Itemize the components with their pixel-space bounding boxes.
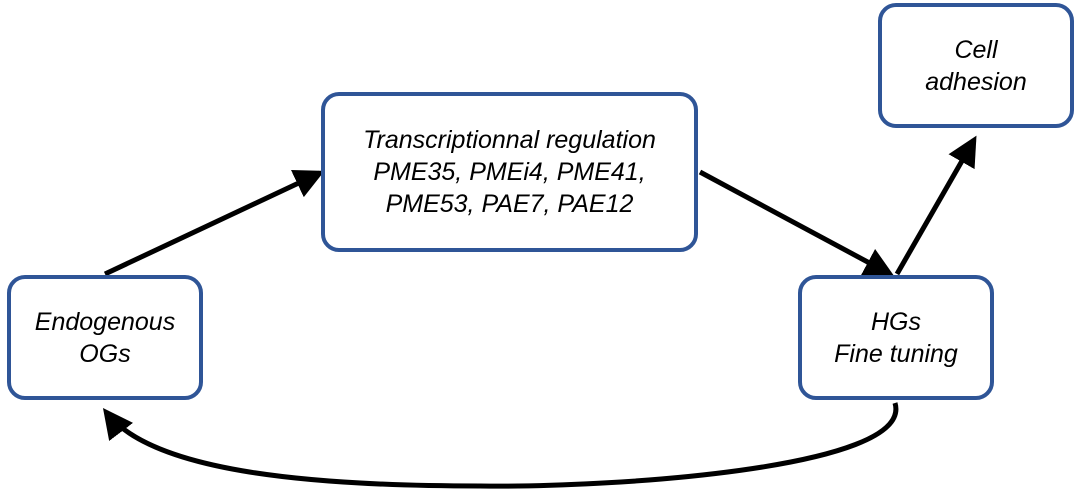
node-endogenous-line1: Endogenous xyxy=(34,307,176,336)
node-hgs-fine-tuning: HGs Fine tuning xyxy=(798,275,994,400)
node-endogenous-ogs: Endogenous OGs xyxy=(7,275,203,400)
arrow-endogenous-to-transcription xyxy=(103,170,325,277)
node-transcription-line2: PME35, PMEi4, PME41, xyxy=(373,158,646,186)
arrow-hgs-to-cell xyxy=(894,135,977,276)
node-cell-adhesion: Cell adhesion xyxy=(878,3,1074,128)
node-cell-line2: adhesion xyxy=(925,67,1027,96)
node-transcriptional-regulation: Transcriptionnal regulation PME35, PMEi4… xyxy=(321,92,698,252)
node-hgs-line1: HGs xyxy=(871,307,921,336)
node-endogenous-line2: OGs xyxy=(79,339,131,368)
node-cell-line1: Cell xyxy=(954,35,998,64)
node-transcription-line1: Transcriptionnal regulation xyxy=(363,126,656,154)
arrow-hgs-to-endogenous xyxy=(102,402,899,489)
arrow-transcription-to-hgs xyxy=(698,169,895,277)
node-transcription-line3: PME53, PAE7, PAE12 xyxy=(385,190,634,218)
node-hgs-line2: Fine tuning xyxy=(834,339,958,368)
